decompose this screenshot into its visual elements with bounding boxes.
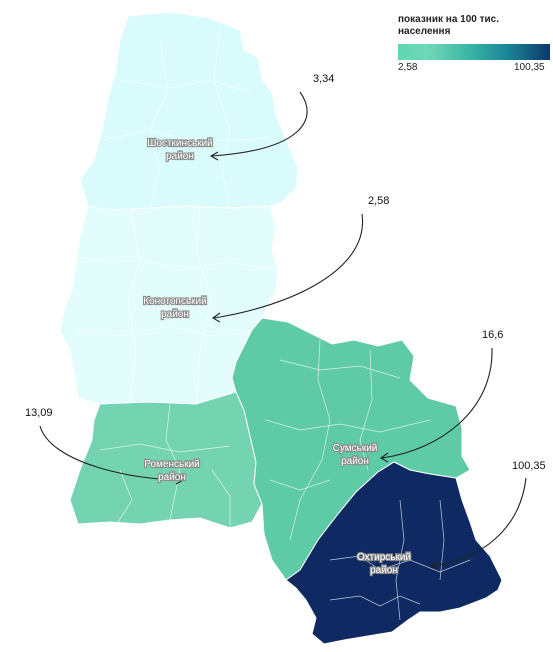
legend-min-label: 2,58 [398,62,418,73]
arrow-sumy [381,347,493,459]
label-konotop-line2: район [161,309,189,320]
label-sumy-line1: Сумський [333,443,378,454]
label-konotop-line1: Конотопський [143,296,206,307]
value-romny: 13,09 [25,407,53,419]
label-shostka-line2: район [166,151,194,162]
value-sumy: 16,6 [482,329,503,341]
arrow-heads [175,151,439,571]
leader-arrows [39,91,527,567]
value-konotop: 2,58 [368,195,389,207]
arrow-romny [39,425,183,481]
arrow-okhtyrka [431,477,527,567]
value-shostka: 3,34 [313,73,334,85]
legend-title: показник на 100 тис. населення [398,14,548,38]
community-borders [75,29,471,621]
value-okhtyrka: 100,35 [512,460,546,472]
arrow-konotop [213,213,364,319]
arrow-shostka [211,91,308,157]
legend-title-line1: показник на 100 тис. [398,14,500,25]
region-shostka [79,11,299,211]
label-sumy-line2: район [341,456,369,467]
legend-gradient [398,44,550,60]
label-okhtyrka-line1: Охтирський [357,552,411,563]
label-okhtyrka-line2: район [370,565,398,576]
legend-max-label: 100,35 [514,62,545,73]
label-shostka-line1: Шосткинський [147,138,213,149]
label-romny-line2: район [158,472,186,483]
label-romny-line1: Роменський [144,459,200,470]
legend-title-line2: населення [398,26,451,37]
